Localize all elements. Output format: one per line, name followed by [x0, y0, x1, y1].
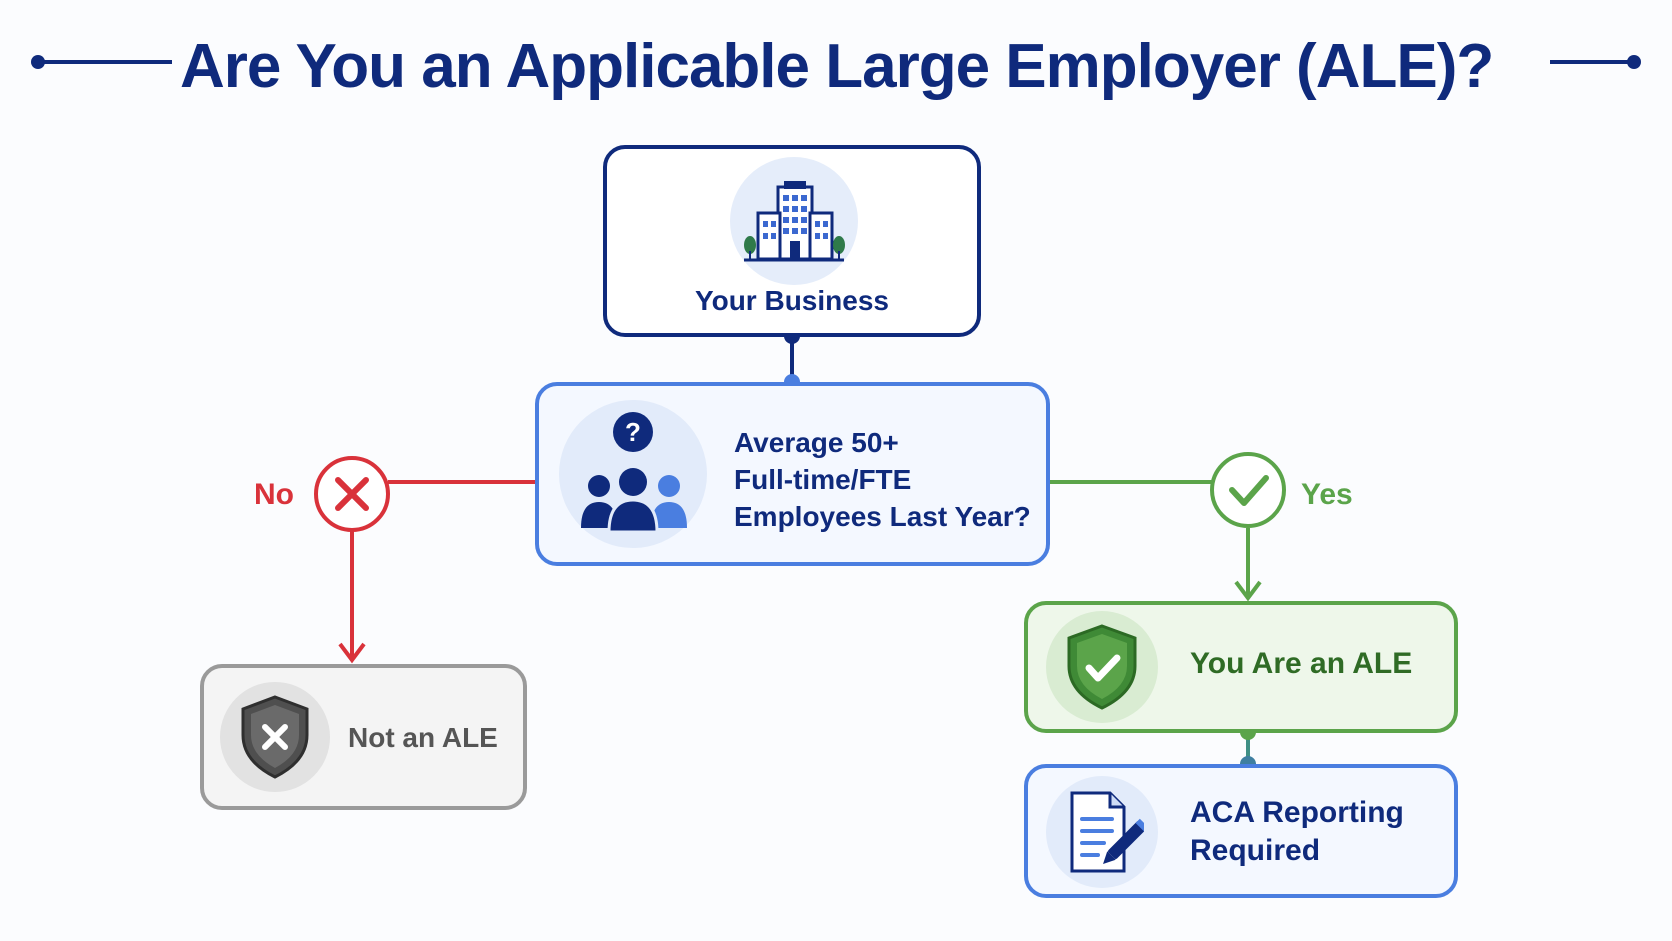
ale-label: You Are an ALE	[1190, 647, 1413, 680]
connector-business-question	[784, 328, 800, 390]
business-node: Your Business	[603, 145, 981, 337]
shield-check-icon	[1046, 611, 1158, 723]
business-label: Your Business	[695, 285, 889, 316]
svg-text:?: ?	[625, 417, 641, 447]
yes-label: Yes	[1301, 478, 1353, 511]
aca-node: ACA Reporting Required	[1024, 764, 1458, 898]
no-x-icon	[314, 456, 390, 532]
title-decoration-left	[31, 55, 172, 69]
question-line-3: Employees Last Year?	[734, 501, 1031, 532]
page-title: Are You an Applicable Large Employer (AL…	[180, 32, 1494, 101]
connector-yes-branch	[1050, 480, 1262, 602]
people-question-icon: ?	[559, 400, 707, 548]
not-ale-label: Not an ALE	[348, 722, 498, 753]
ale-node: You Are an ALE	[1024, 601, 1458, 733]
question-text: Average 50+ Full-time/FTE Employees Last…	[734, 424, 1031, 535]
building-icon	[730, 157, 858, 285]
question-line-2: Full-time/FTE	[734, 464, 912, 495]
shield-x-icon	[220, 682, 330, 792]
aca-line-1: ACA Reporting	[1190, 796, 1404, 829]
yes-check-icon	[1210, 452, 1286, 528]
title-decoration-right	[1550, 55, 1641, 69]
no-label: No	[254, 478, 294, 511]
document-pen-icon	[1046, 776, 1158, 888]
aca-label: ACA Reporting Required	[1190, 794, 1404, 870]
question-node: ? Average 50+ Full-time/FTE Employees La…	[535, 382, 1050, 566]
not-ale-node: Not an ALE	[200, 664, 527, 810]
connector-no-branch	[338, 480, 535, 664]
question-line-1: Average 50+	[734, 427, 899, 458]
aca-line-2: Required	[1190, 834, 1321, 867]
